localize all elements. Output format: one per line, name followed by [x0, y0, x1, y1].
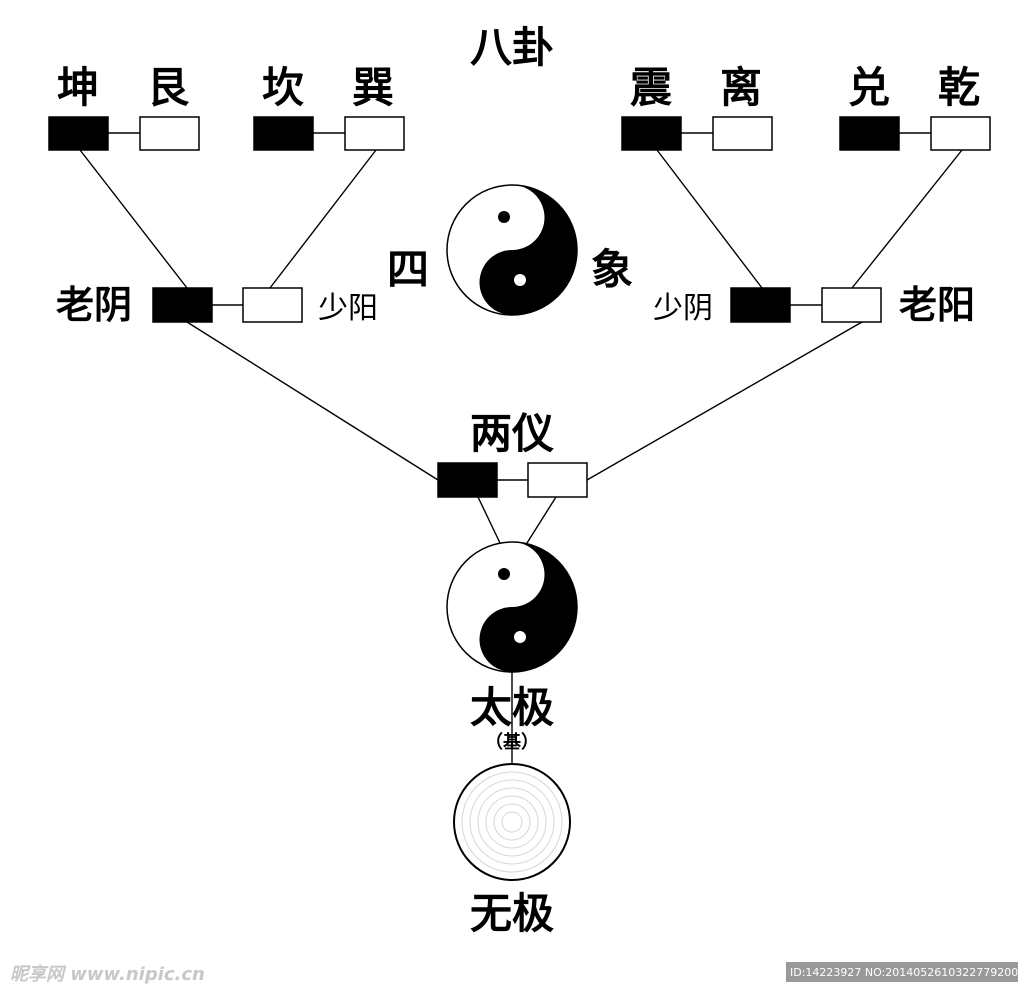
old-yin-label: 老阴	[56, 283, 132, 327]
yin-block	[437, 462, 498, 498]
site-watermark: 昵享网 www.nipic.cn	[10, 964, 205, 985]
yin-block	[253, 116, 314, 151]
yin-block	[152, 287, 213, 323]
yang-block	[527, 462, 588, 498]
wuji-label: 无极	[470, 889, 554, 938]
trigram-label-kun: 坤	[57, 63, 99, 112]
four-image-pair-right	[730, 287, 882, 323]
yin-block	[839, 116, 900, 151]
yin-yang-sixiang-icon	[446, 184, 578, 316]
young-yang-label: 少阳	[318, 291, 378, 326]
yin-yang-taiji-icon	[446, 541, 578, 673]
yang-block	[344, 116, 405, 151]
wuji-circle-icon	[453, 763, 571, 881]
trigram-label-gen: 艮	[147, 63, 190, 112]
liangyi-label: 两仪	[470, 409, 554, 458]
trigram-label-kan: 坎	[262, 63, 304, 112]
trigram-label-dui: 兑	[848, 63, 890, 112]
trigram-label-qian: 乾	[938, 63, 980, 112]
trigram-label-xun: 巽	[352, 63, 394, 112]
id-bar	[786, 962, 1018, 982]
four-image-pair-left	[152, 287, 303, 323]
trigram-pair-dui-qian	[839, 116, 991, 151]
connectors-four-images	[186, 321, 863, 481]
yang-block	[139, 116, 200, 151]
young-yin-label: 少阴	[653, 291, 713, 326]
taiji-note: （基）	[485, 731, 539, 753]
trigram-pair-kun-gen	[48, 116, 200, 151]
old-yang-label: 老阳	[899, 283, 975, 327]
sixiang-label-right: 象	[591, 245, 633, 294]
yang-block	[821, 287, 882, 323]
trigram-label-li: 离	[720, 63, 762, 112]
yin-block	[730, 287, 791, 323]
trigram-pair-zhen-li	[621, 116, 773, 151]
sixiang-label-left: 四	[387, 245, 429, 294]
liangyi-pair	[437, 462, 588, 498]
trigram-label-zhen: 震	[630, 63, 673, 112]
connectors-trigrams	[79, 149, 963, 289]
yin-block	[621, 116, 682, 151]
bagua-title: 八卦	[470, 23, 554, 72]
yang-block	[930, 116, 991, 151]
yin-block	[48, 116, 109, 151]
connectors-liangyi	[477, 496, 557, 544]
yang-block	[242, 287, 303, 323]
id-watermark: ID:14223927 NO:20140526103227792000	[790, 966, 1024, 979]
yang-block	[712, 116, 773, 151]
trigram-pair-kan-xun	[253, 116, 405, 151]
taiji-label: 太极	[470, 683, 554, 732]
